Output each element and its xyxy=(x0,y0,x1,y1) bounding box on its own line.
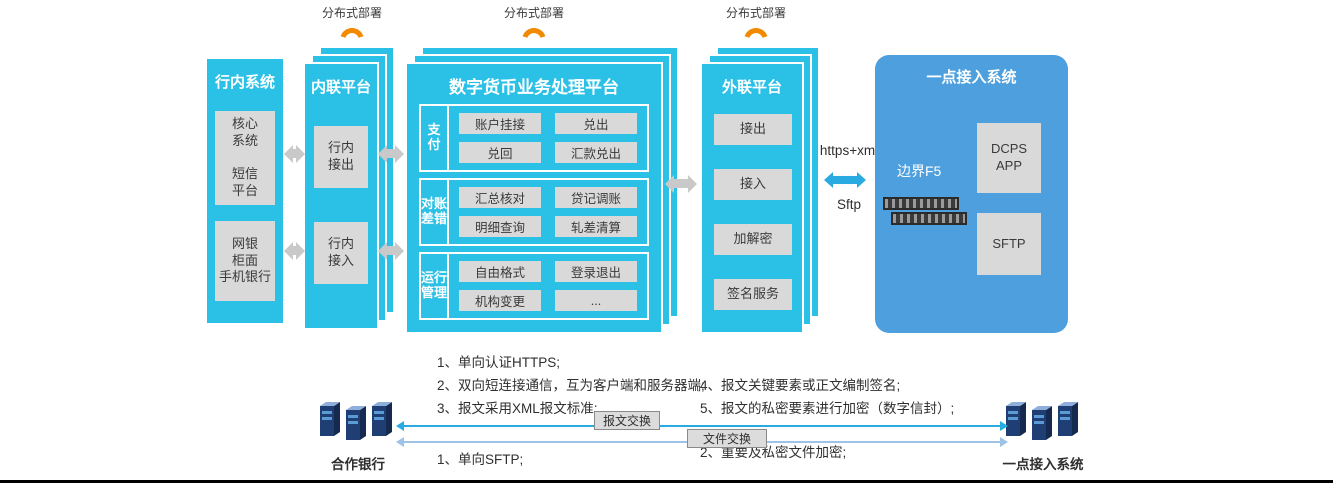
inner-out-box: 行内 接出 xyxy=(314,126,368,188)
signature-service-box: 签名服务 xyxy=(714,279,792,310)
note-line: 4、报文关键要素或正文编制签名; xyxy=(700,378,901,393)
operations-row-label: 运行 管理 xyxy=(421,254,449,318)
operations-row-buttons: 自由格式 登录退出 机构变更 ... xyxy=(449,254,647,318)
note-line: 1、单向SFTP; xyxy=(437,452,524,467)
dcps-app-box: DCPS APP xyxy=(977,123,1041,193)
inner-platform-box: 内联平台 行内 接出 行内 接入 xyxy=(303,62,379,330)
encrypt-decrypt-box: 加解密 xyxy=(714,224,792,255)
note-line: 1、单向认证HTTPS; xyxy=(437,355,561,370)
module-box: 账户挂接 xyxy=(459,113,541,134)
link-protocol-https: https+xml xyxy=(819,143,879,158)
reconciliation-row-buttons: 汇总核对 贷记调账 明细查询 轧差清算 xyxy=(449,180,647,244)
file-exchange-label: 文件交换 xyxy=(687,429,767,448)
double-arrow-icon xyxy=(378,241,404,260)
access-system-box: 一点接入系统 边界F5 DCPS APP SFTP xyxy=(875,55,1068,333)
distributed-deploy-icon xyxy=(744,28,768,39)
message-exchange-line xyxy=(396,421,1008,431)
double-arrow-icon xyxy=(284,241,305,260)
deploy-group-1: 分布式部署 xyxy=(310,4,394,43)
module-box: ... xyxy=(555,290,637,311)
payment-row-label: 支 付 xyxy=(421,106,449,170)
deploy-group-2: 分布式部署 xyxy=(492,4,576,43)
server-cluster-icon xyxy=(1006,402,1078,440)
deploy-group-3: 分布式部署 xyxy=(714,4,798,43)
module-box: 兑回 xyxy=(459,142,541,163)
note-line: 3、报文采用XML报文标准; xyxy=(437,401,598,416)
inner-platform-title: 内联平台 xyxy=(310,79,371,96)
module-box: 明细查询 xyxy=(459,216,541,237)
module-box: 汇总核对 xyxy=(459,187,541,208)
double-arrow-icon xyxy=(378,144,404,163)
inner-in-box: 行内 接入 xyxy=(314,222,368,284)
deploy-label: 分布式部署 xyxy=(725,6,786,20)
module-box: 汇款兑出 xyxy=(555,142,637,163)
f5-switch-icon xyxy=(891,212,967,225)
access-system-title: 一点接入系统 xyxy=(926,69,1017,86)
reconciliation-row-label: 对账 差错 xyxy=(421,180,449,244)
module-box: 兑出 xyxy=(555,113,637,134)
border-f5-label: 边界F5 xyxy=(897,163,942,179)
outer-out-box: 接出 xyxy=(714,114,792,145)
message-exchange-label: 报文交换 xyxy=(594,411,660,430)
dc-platform-rows: 支 付 账户挂接 兑出 兑回 汇款兑出 对账 差错 汇总核对 贷记调账 明细查询… xyxy=(419,104,649,326)
dc-platform-title: 数字货币业务处理平台 xyxy=(449,78,619,97)
f5-switch-icon xyxy=(883,197,959,210)
note-line: 2、重要及私密文件加密; xyxy=(700,445,847,460)
module-box: 机构变更 xyxy=(459,290,541,311)
link-protocol-sftp: Sftp xyxy=(836,197,861,212)
outer-in-box: 接入 xyxy=(714,169,792,200)
server-cluster-icon xyxy=(320,402,392,440)
reconciliation-row: 对账 差错 汇总核对 贷记调账 明细查询 轧差清算 xyxy=(419,178,649,246)
access-system-entity-label: 一点接入系统 xyxy=(1002,457,1084,472)
operations-row: 运行 管理 自由格式 登录退出 机构变更 ... xyxy=(419,252,649,320)
module-box: 轧差清算 xyxy=(555,216,637,237)
distributed-deploy-icon xyxy=(522,28,546,39)
outer-platform-title: 外联平台 xyxy=(721,79,782,96)
deploy-label: 分布式部署 xyxy=(321,6,382,20)
bank-channels-box: 网银 柜面 手机银行 xyxy=(215,221,275,301)
note-line: 2、双向短连接通信，互为客户端和服务器端; xyxy=(437,378,705,393)
partner-bank-label: 合作银行 xyxy=(331,457,385,472)
module-box: 贷记调账 xyxy=(555,187,637,208)
dc-platform-box: 数字货币业务处理平台 支 付 账户挂接 兑出 兑回 汇款兑出 对账 差错 汇总核… xyxy=(405,62,663,334)
link-double-arrow-icon xyxy=(824,172,866,188)
core-system-box: 核心 系统 短信 平台 xyxy=(215,111,275,205)
double-arrow-icon xyxy=(284,144,305,163)
module-box: 自由格式 xyxy=(459,261,541,282)
deploy-label: 分布式部署 xyxy=(503,6,564,20)
bank-system-box: 行内系统 核心 系统 短信 平台 网银 柜面 手机银行 xyxy=(205,57,285,325)
bank-system-title: 行内系统 xyxy=(214,74,275,91)
sftp-box: SFTP xyxy=(977,213,1041,275)
payment-row: 支 付 账户挂接 兑出 兑回 汇款兑出 xyxy=(419,104,649,172)
double-arrow-icon xyxy=(665,174,697,193)
outer-platform-box: 外联平台 接出 接入 加解密 签名服务 xyxy=(700,62,804,334)
note-line: 5、报文的私密要素进行加密（数字信封）; xyxy=(700,401,955,416)
distributed-deploy-icon xyxy=(340,28,364,39)
module-box: 登录退出 xyxy=(555,261,637,282)
payment-row-buttons: 账户挂接 兑出 兑回 汇款兑出 xyxy=(449,106,647,170)
